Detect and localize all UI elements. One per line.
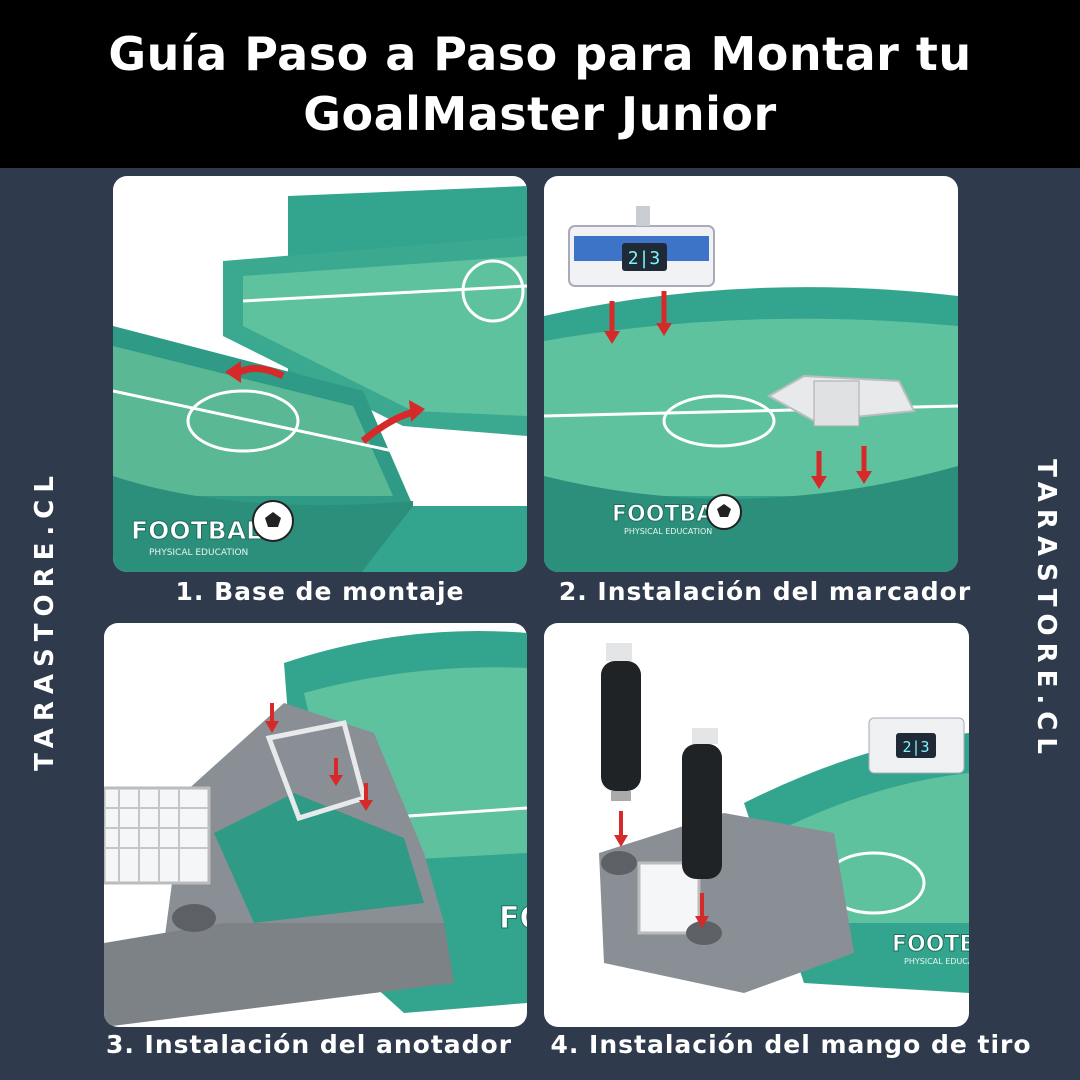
watermark-left: TARASTORE.CL bbox=[30, 469, 60, 771]
step-1-caption: 1. Base de montaje bbox=[175, 577, 465, 606]
step-2-caption: 2. Instalación del marcador bbox=[558, 577, 972, 606]
step-4-subbrand: PHYSICAL EDUCATI bbox=[904, 957, 969, 966]
base-assembly-illustration: FOOTBALL PHYSICAL EDUCATION bbox=[113, 186, 527, 572]
title-banner: Guía Paso a Paso para Montar tu GoalMast… bbox=[0, 0, 1080, 168]
step-3-image: FO bbox=[104, 623, 527, 1027]
step-3-caption: 3. Instalación del anotador bbox=[105, 1030, 513, 1059]
handle-illustration: 2|3 FOOTBA PHYSICAL EDUCATI bbox=[599, 643, 969, 993]
watermark-right: TARASTORE.CL bbox=[1031, 459, 1061, 761]
step-4-brand: FOOTBA bbox=[892, 932, 969, 957]
step-2-image: 2|3 FOOTBALL PHYSICAL EDUCATION bbox=[544, 176, 958, 572]
step-4-image: 2|3 FOOTBA PHYSICAL EDUCATI bbox=[544, 623, 969, 1027]
scoreboard-digits: 2|3 bbox=[628, 248, 661, 269]
step-2-subbrand: PHYSICAL EDUCATION bbox=[624, 527, 712, 536]
step-4-caption: 4. Instalación del mango de tiro bbox=[550, 1030, 1032, 1059]
step-1-image: FOOTBALL PHYSICAL EDUCATION bbox=[113, 176, 527, 572]
step-1-subbrand: PHYSICAL EDUCATION bbox=[149, 548, 248, 558]
scoreboard-illustration: 2|3 FOOTBALL PHYSICAL EDUCATION bbox=[544, 206, 958, 572]
scoreboard-digits-2: 2|3 bbox=[902, 738, 929, 756]
step-3-brand: FO bbox=[499, 901, 527, 936]
page-title: Guía Paso a Paso para Montar tu GoalMast… bbox=[108, 27, 972, 141]
scorer-illustration: FO bbox=[104, 631, 527, 1027]
